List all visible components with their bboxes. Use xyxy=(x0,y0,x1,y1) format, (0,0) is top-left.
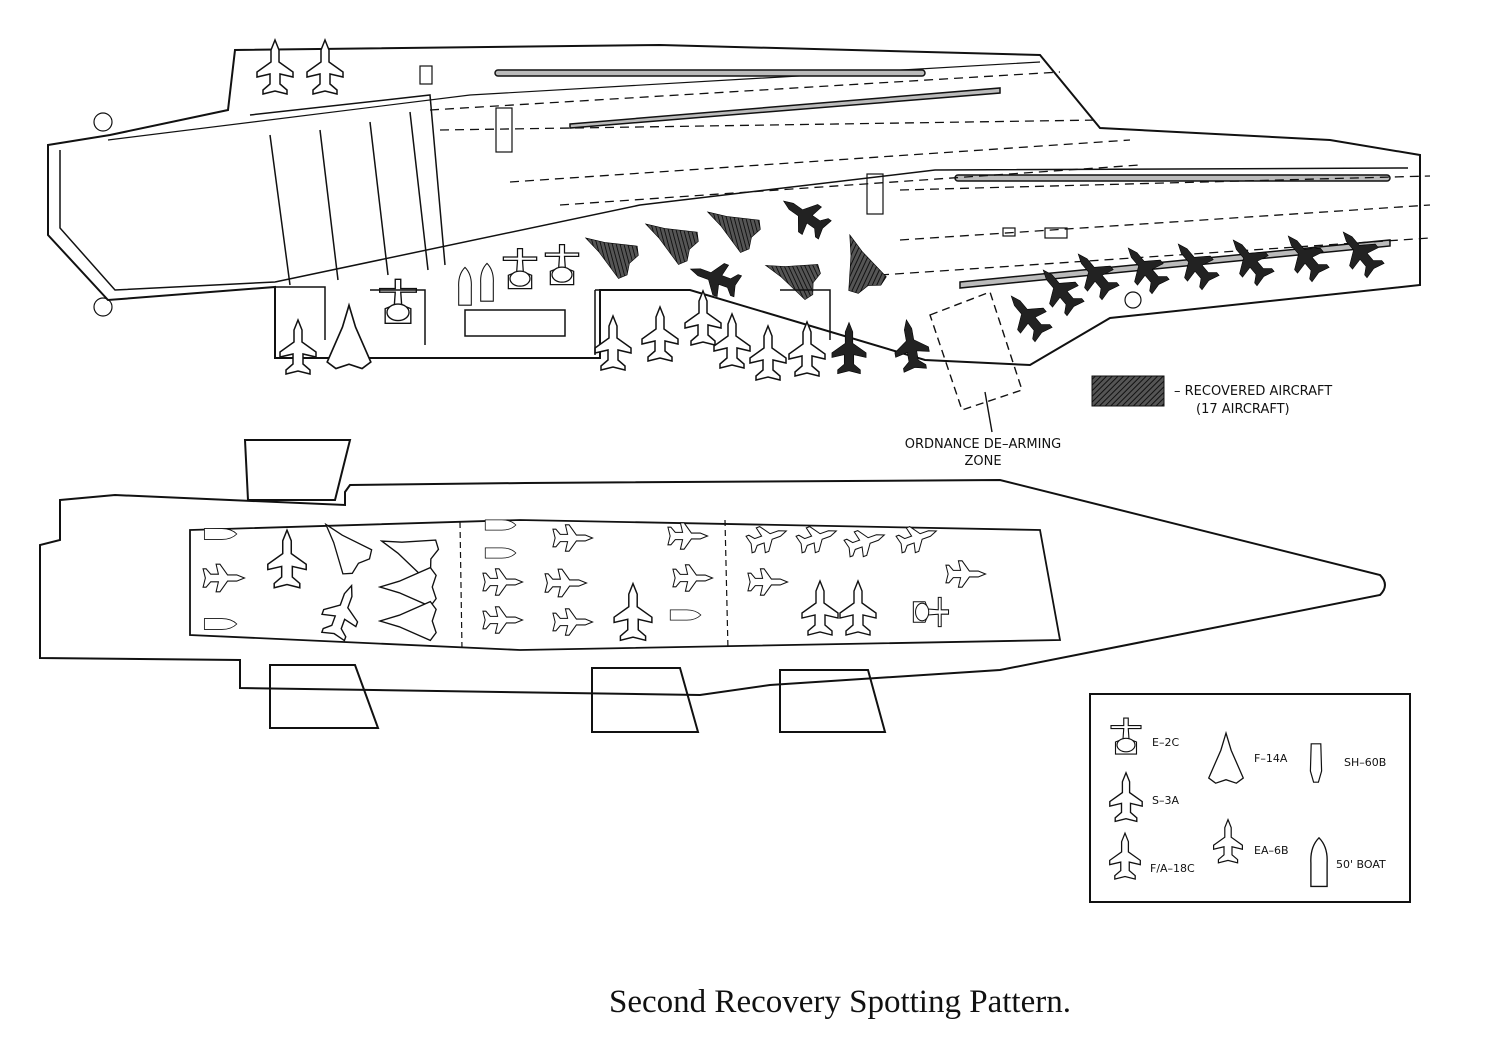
sh-60b-icon xyxy=(1309,743,1323,783)
key-label-e2c: E–2C xyxy=(1152,736,1179,749)
fa-18c-icon xyxy=(1108,832,1142,880)
e-2c-icon xyxy=(1110,717,1142,755)
aircraft-key: E–2C F–14A SH–60B S–3A F/A–18C EA–6B 50'… xyxy=(1089,693,1411,903)
key-label-fa18c: F/A–18C xyxy=(1150,862,1195,875)
key-label-f14a: F–14A xyxy=(1254,752,1288,765)
deck-markers xyxy=(93,65,1142,317)
hangar-deck xyxy=(39,439,1386,733)
ordnance-zone-box xyxy=(929,291,1023,411)
key-label-ea6b: EA–6B xyxy=(1254,844,1289,857)
recovered-label-2: (17 AIRCRAFT) xyxy=(1196,402,1290,417)
key-label-s3a: S–3A xyxy=(1152,794,1179,807)
deck-dashed-lines xyxy=(429,71,1431,276)
flight-deck xyxy=(47,43,1421,367)
key-label-sh60b: SH–60B xyxy=(1344,756,1386,769)
flight-deck-sponsons xyxy=(275,286,831,355)
figure-caption: Second Recovery Spotting Pattern. xyxy=(609,984,1071,1020)
s-3a-icon xyxy=(1109,772,1143,823)
ordnance-leader xyxy=(984,391,993,433)
recovered-swatch xyxy=(1091,375,1165,407)
ordnance-zone-label-2: ZONE xyxy=(964,454,1001,469)
f-14a-icon xyxy=(1208,732,1244,784)
key-label-boat: 50' BOAT xyxy=(1336,858,1386,871)
aircraft-key-frame xyxy=(1089,693,1411,903)
ordnance-zone-label-1: ORDNANCE DE–ARMING xyxy=(905,437,1062,452)
recovered-label-1: – RECOVERED AIRCRAFT xyxy=(1174,384,1332,399)
boat-icon xyxy=(1310,837,1328,888)
hangar-aircraft xyxy=(202,511,987,644)
ea-6b-icon xyxy=(1212,818,1244,864)
